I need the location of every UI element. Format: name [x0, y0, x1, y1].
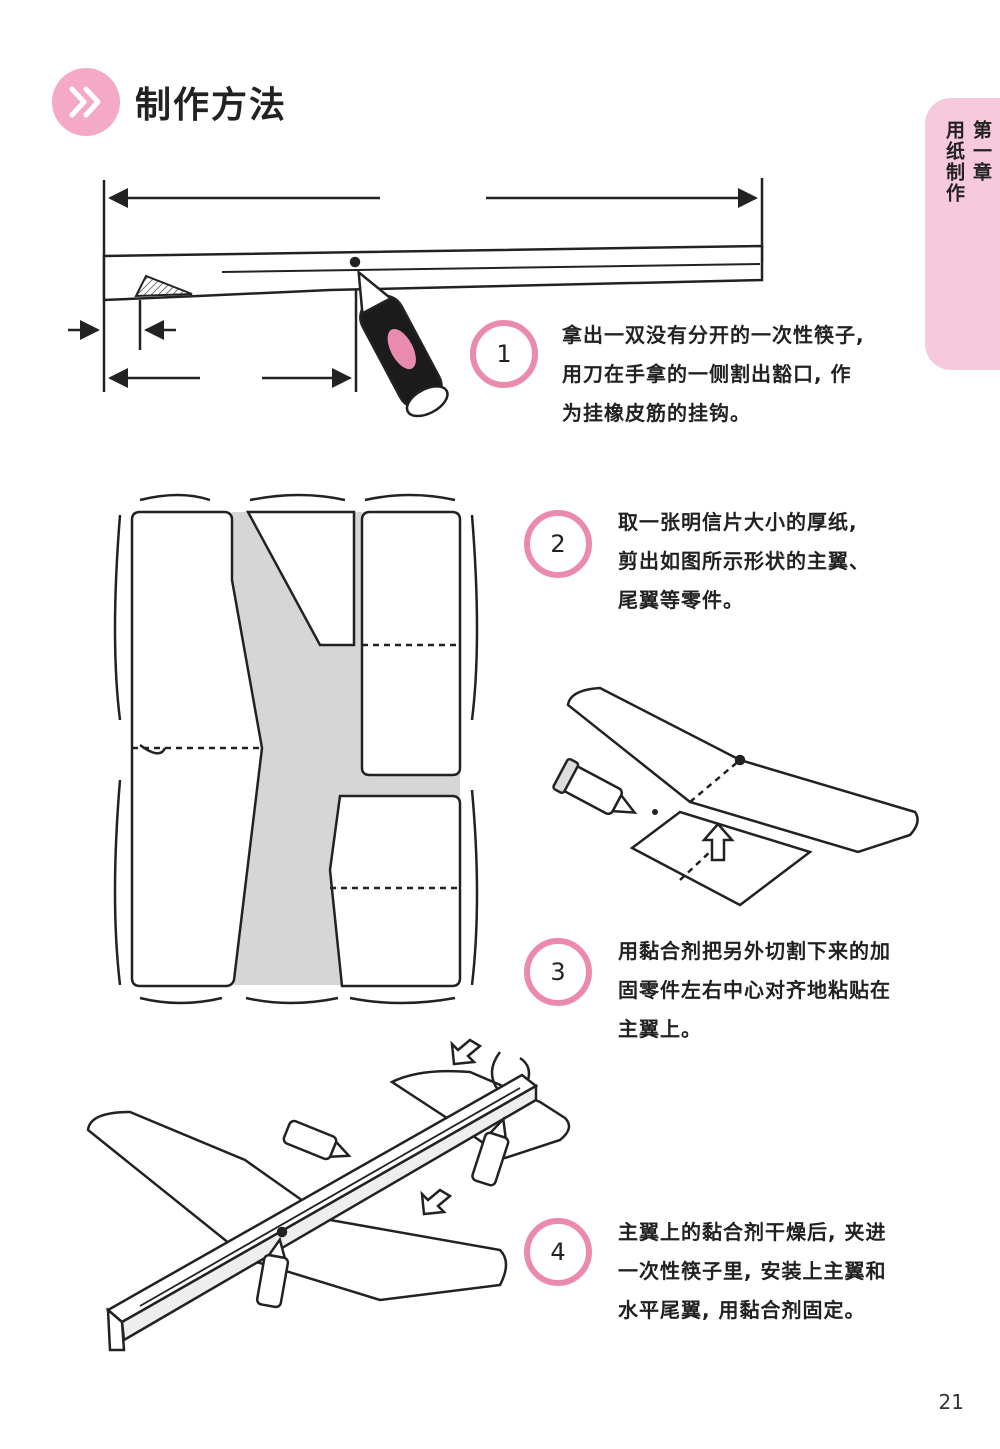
- cardboard-cutting-template: [113, 493, 479, 1005]
- step-number-1: 1: [470, 320, 538, 388]
- step-1-line-3: 为挂橡皮筋的挂钩。: [562, 401, 751, 425]
- step-3-text: 用黏合剂把另外切割下来的加 固零件左右中心对齐地粘贴在 主翼上。: [618, 932, 891, 1049]
- chopstick-cut-diagram: [68, 178, 764, 418]
- chapter-tab: 第一章 用纸制作: [925, 98, 1000, 370]
- chapter-tab-text: 第一章 用纸制作: [941, 120, 995, 204]
- step-1-text: 拿出一双没有分开的一次性筷子, 用刀在手拿的一侧割出豁口, 作 为挂橡皮筋的挂钩…: [562, 316, 865, 433]
- step-1-line-1: 拿出一双没有分开的一次性筷子,: [562, 323, 865, 347]
- step-2-line-1: 取一张明信片大小的厚纸,: [618, 510, 858, 534]
- step-number-4: 4: [524, 1218, 592, 1286]
- step-3-line-2: 固零件左右中心对齐地粘贴在: [618, 978, 891, 1002]
- wing-reinforcement-gluing: [552, 686, 919, 907]
- chapter-section: 用纸制作: [943, 120, 965, 204]
- title-badge: [52, 68, 120, 136]
- step-number-2: 2: [524, 510, 592, 578]
- step-number-3: 3: [524, 938, 592, 1006]
- step-2-line-2: 剪出如图所示形状的主翼、: [618, 549, 870, 573]
- step-3-line-1: 用黏合剂把另外切割下来的加: [618, 939, 891, 963]
- page-number: 21: [938, 1390, 964, 1414]
- step-4-text: 主翼上的黏合剂干燥后, 夹进 一次性筷子里, 安装上主翼和 水平尾翼, 用黏合剂…: [618, 1213, 887, 1330]
- double-chevron-icon: [69, 86, 101, 118]
- chapter-label: 第一章: [970, 120, 992, 183]
- step-2-line-3: 尾翼等零件。: [618, 588, 744, 612]
- page-title: 制作方法: [135, 85, 288, 126]
- step-3-line-3: 主翼上。: [618, 1017, 702, 1041]
- step-4-line-3: 水平尾翼, 用黏合剂固定。: [618, 1298, 866, 1322]
- step-1-line-2: 用刀在手拿的一侧割出豁口, 作: [562, 362, 852, 386]
- step-4-line-1: 主翼上的黏合剂干燥后, 夹进: [618, 1220, 887, 1244]
- plane-assembly: [86, 1038, 571, 1352]
- step-4-line-2: 一次性筷子里, 安装上主翼和: [618, 1259, 887, 1283]
- step-2-text: 取一张明信片大小的厚纸, 剪出如图所示形状的主翼、 尾翼等零件。: [618, 503, 870, 620]
